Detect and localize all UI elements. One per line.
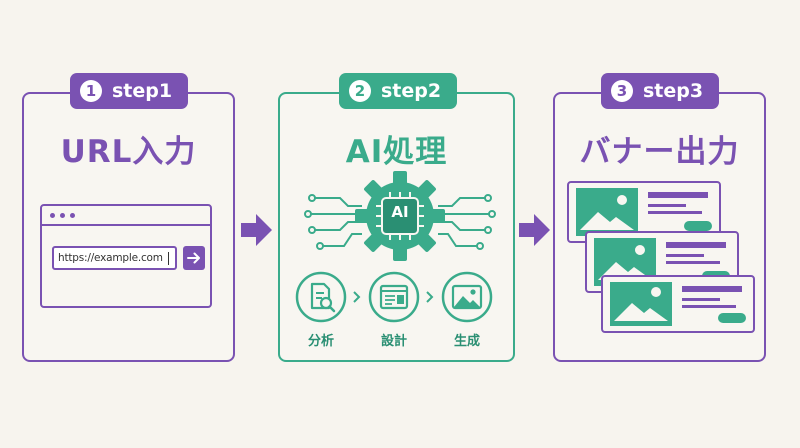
ai-gear-icon (304, 171, 496, 261)
chevron-right-icon (353, 291, 361, 303)
step1-number: 1 (80, 80, 102, 102)
document-magnifier-icon (295, 271, 347, 323)
chevron-right-icon (426, 291, 434, 303)
browser-titlebar (42, 206, 210, 226)
arrow-right-icon (187, 252, 200, 264)
step3-badge: 3 step3 (601, 73, 719, 109)
substep-label-analysis: 分析 (307, 334, 334, 349)
step2-title: AI処理 (345, 134, 448, 170)
url-input[interactable]: https://example.com (52, 246, 177, 270)
substep-label-design: 設計 (380, 334, 407, 349)
layout-wireframe-icon (368, 271, 420, 323)
banner-card (567, 181, 721, 243)
step2-number: 2 (349, 80, 371, 102)
step3-label: step3 (643, 80, 704, 102)
go-button[interactable] (183, 246, 205, 270)
window-dot (70, 212, 75, 218)
step3-number: 3 (611, 80, 633, 102)
step2-label: step2 (381, 80, 442, 102)
text-caret (167, 251, 170, 265)
window-dot (60, 212, 65, 218)
banner-card (601, 275, 755, 333)
flow-arrow-icon (241, 214, 272, 246)
browser-window: https://example.com (40, 204, 212, 308)
url-input-value: https://example.com (58, 252, 163, 264)
step1-badge: 1 step1 (70, 73, 188, 109)
window-dot (50, 212, 55, 218)
step1-label: step1 (112, 80, 173, 102)
step2-badge: 2 step2 (339, 73, 457, 109)
banner-stack-icon (567, 181, 755, 333)
step1-title: URL入力 (60, 134, 197, 170)
step3-title: バナー出力 (579, 134, 740, 170)
substep-label-generate: 生成 (453, 334, 480, 349)
image-icon (441, 271, 493, 323)
ai-chip-label: AI (391, 203, 409, 221)
flow-arrow-icon (519, 214, 550, 246)
